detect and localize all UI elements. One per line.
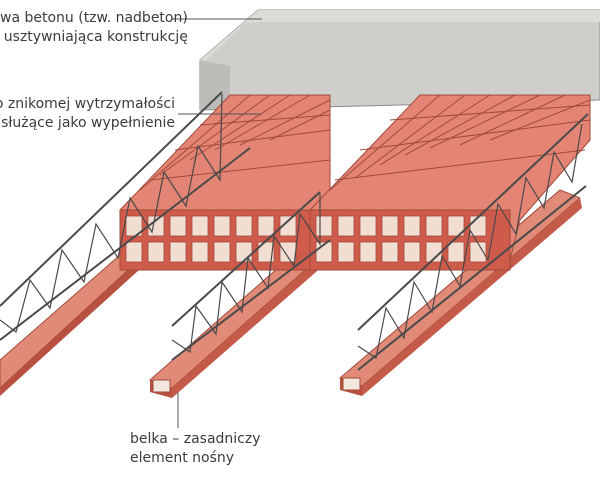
ceramic-blocks-left-bay bbox=[119, 94, 331, 271]
beam-middle bbox=[149, 239, 332, 398]
truss-right bbox=[357, 113, 589, 371]
label-beam-line1: belka – zasadniczy bbox=[130, 431, 261, 447]
truss-left bbox=[0, 91, 251, 341]
label-concrete-line1: wa betonu (tzw. nadbeton) bbox=[0, 10, 188, 26]
label-ceramic-blocks: o znikomej wytrzymałości służące jako wy… bbox=[0, 95, 175, 133]
label-concrete-line2: usztywniająca konstrukcję bbox=[3, 29, 188, 45]
beam-cut-end-right bbox=[342, 377, 361, 391]
label-beam-line2: element nośny bbox=[130, 450, 235, 466]
truss-middle bbox=[171, 191, 331, 361]
beam-cut-end bbox=[152, 379, 171, 393]
label-beam: belka – zasadniczy element nośny bbox=[130, 430, 261, 468]
label-blocks-line2: służące jako wypełnienie bbox=[1, 115, 175, 131]
label-concrete-topping: wa betonu (tzw. nadbeton) usztywniająca … bbox=[0, 9, 188, 47]
leader-lines bbox=[172, 18, 262, 428]
label-blocks-line1: o znikomej wytrzymałości bbox=[0, 96, 175, 112]
